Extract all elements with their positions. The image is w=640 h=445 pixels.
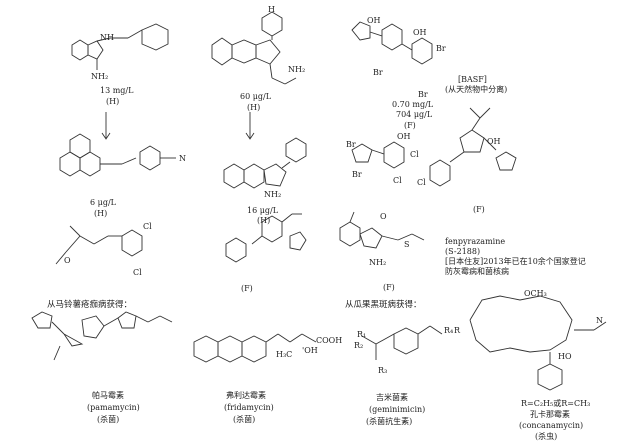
compound-use: (杀菌) [233,415,256,424]
atom-label: OH [397,132,411,141]
activity-value: 0.70 mg/L [392,100,434,109]
atom-label: Cl [393,176,402,185]
activity-tag: (H) [257,216,271,225]
atom-label: Br [418,90,428,99]
activity-tag: (F) [473,205,485,214]
structure-4 [59,133,176,177]
atom-label: NH₂ [264,190,282,199]
atom-label: OH [367,16,381,25]
atom-label: R₁ [357,330,367,339]
structure-1 [71,23,169,70]
activity-tag: (H) [247,103,261,112]
structure-7 [429,107,517,187]
compound-name-en: (geminimicin) [369,405,426,414]
section-header: 从马铃薯疮痂病获得： [47,300,133,310]
activity-tag: (H) [106,97,120,106]
atom-label: R [454,326,461,335]
structure-8 [55,225,143,265]
atom-label: OH [413,28,427,37]
note-basf-sub: (从天然物中分离) [445,85,508,94]
atom-label: NH [100,33,114,42]
atom-label: Br [346,140,356,149]
atom-label: S [404,240,410,249]
compound-name-cn: 吉米菌素 [376,393,408,402]
atom-label: 'OH [302,346,318,355]
atom-label: Br [436,44,446,53]
atom-label: COOH [316,336,343,345]
compound-name-en: (pamamycin) [87,403,140,412]
structure-10 [339,211,425,249]
atom-label: Br [352,170,362,179]
compound-use: (杀菌) [97,415,120,424]
atom-label: O [380,212,387,221]
structure-9 [225,213,307,263]
atom-label: NH₂ [91,72,109,81]
fenpyrazamine-name: fenpyrazamine [445,237,506,246]
atom-label: NH₂ [369,258,387,267]
atom-label: N [179,154,186,163]
atom-label: Cl [133,268,142,277]
compound-name-cn: 帕马霉素 [92,391,124,400]
fenpyrazamine-note: [日本住友]2013年已在10余个国家登记 [445,257,586,266]
note-basf: [BASF] [458,75,487,84]
compound-name-en: (concanamycin) [519,421,584,430]
structure-fridamycin [193,333,317,363]
atom-label: Cl [143,222,152,231]
compound-use: (杀菌抗生素) [366,417,413,426]
activity-value: 704 μg/L [396,110,433,119]
atom-label: Br [373,68,383,77]
atom-label: O [64,256,71,265]
structure-6 [351,141,405,169]
fenpyrazamine-note: 防灰霉病和菌核病 [445,267,509,276]
structure-2 [211,11,297,85]
activity-tag: (F) [241,284,253,293]
atom-label: N [596,316,603,325]
atom-label: R₃ [378,366,388,375]
atom-label: R₂ [354,341,364,350]
atom-label: R₄ [444,326,454,335]
activity-value: 6 μg/L [90,198,116,207]
activity-tag: (F) [404,121,416,130]
atom-label: NH₂ [288,65,306,74]
compound-name-en: (fridamycin) [224,403,274,412]
compound-name-cn: 孔卡那霉素 [530,410,570,419]
atom-label: OCH₃ [524,289,547,298]
activity-value: 60 μg/L [240,92,272,101]
atom-label: Cl [410,150,419,159]
atom-label: OH [487,137,501,146]
structure-concanamycin [469,295,607,391]
structure-5 [223,137,307,189]
compound-use: (杀虫) [535,432,558,441]
atom-label: Cl [417,178,426,187]
fenpyrazamine-code: (S-2188) [445,247,481,256]
activity-value: 16 μg/L [247,206,279,215]
section-header: 从瓜果黑斑病获得： [345,300,422,310]
activity-tag: (F) [383,283,395,292]
compound-substituent: R=C₂H₅或R=CH₃ [521,399,591,408]
activity-value: 13 mg/L [100,86,134,95]
structure-geminimicin [361,325,443,360]
compound-name-cn: 弗利达霉素 [226,391,266,400]
atom-label: H₃C [276,350,293,359]
atom-label: HO [558,352,572,361]
activity-tag: (H) [94,209,108,218]
structure-pamamycin [31,311,173,361]
atom-label: H [268,5,275,14]
structure-3 [351,21,433,65]
